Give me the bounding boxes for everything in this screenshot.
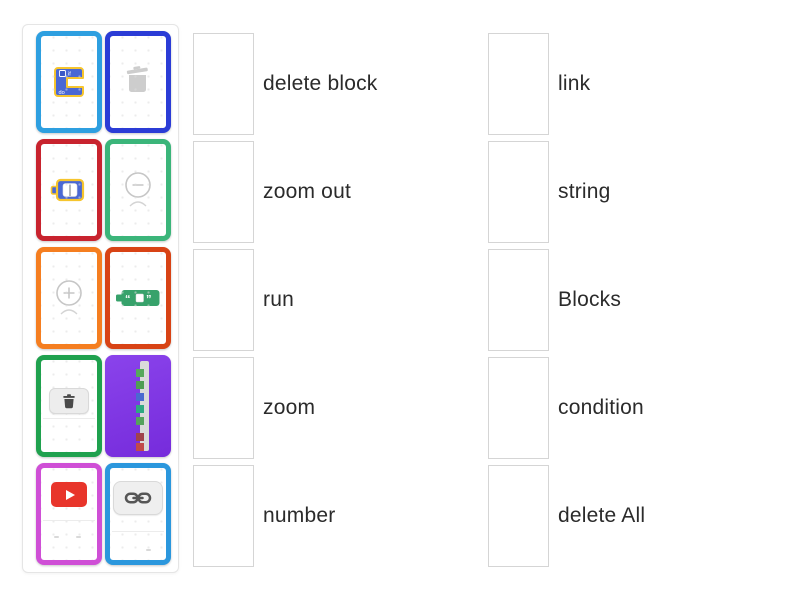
answer-slot-zoom-out[interactable] — [193, 141, 254, 243]
answer-label: Blocks — [558, 288, 622, 311]
link-button — [113, 481, 163, 515]
tile-grid: if do — [36, 31, 171, 565]
answer-label: zoom out — [263, 180, 351, 203]
toolbox-category-swatch — [136, 443, 144, 451]
answer-slot-string[interactable] — [488, 141, 549, 243]
match-row: zoom — [193, 357, 315, 459]
tile-trash-can[interactable] — [105, 31, 171, 133]
match-row: run — [193, 249, 294, 351]
toolbox-category-swatch — [136, 405, 144, 413]
toolbox-category-swatch — [136, 381, 144, 389]
answer-label: delete block — [263, 72, 378, 95]
answer-label: condition — [558, 396, 644, 419]
answer-slot-delete-all[interactable] — [488, 465, 549, 567]
tile-link[interactable] — [105, 463, 171, 565]
blockly-if-do-block-icon: if do — [54, 67, 84, 97]
answer-slot-blocks[interactable] — [488, 249, 549, 351]
tile-if-do-block[interactable]: if do — [36, 31, 102, 133]
match-row: delete All — [488, 465, 645, 567]
tile-zoom-in[interactable] — [36, 247, 102, 349]
answer-slot-number[interactable] — [193, 465, 254, 567]
svg-text:if: if — [68, 72, 71, 78]
match-row: Blocks — [488, 249, 621, 351]
answer-label: number — [263, 504, 336, 527]
match-row: link — [488, 33, 590, 135]
answer-label: string — [558, 180, 611, 203]
match-row: string — [488, 141, 611, 243]
answer-label: delete All — [558, 504, 646, 527]
play-triangle-icon — [65, 489, 75, 500]
answer-label: run — [263, 288, 294, 311]
answer-label: zoom — [263, 396, 316, 419]
tile-trash-button[interactable] — [36, 355, 102, 457]
answer-slot-run[interactable] — [193, 249, 254, 351]
match-row: zoom out — [193, 141, 351, 243]
text-field — [135, 293, 144, 303]
answer-slot-condition[interactable] — [488, 357, 549, 459]
toolbox-category-swatch — [136, 393, 144, 401]
blockly-value-block-icon — [50, 178, 85, 202]
blockly-toolbox-strip-icon — [136, 361, 149, 451]
svg-text:do: do — [59, 90, 65, 96]
tick-mark — [54, 536, 60, 539]
divider-line — [112, 530, 164, 532]
trash-icon — [63, 394, 75, 409]
match-row: condition — [488, 357, 644, 459]
delete-all-button — [49, 388, 89, 414]
tile-youtube[interactable] — [36, 463, 102, 565]
palette-panel: if do — [22, 24, 179, 573]
dropdown-field — [59, 70, 66, 77]
svg-text:“: “ — [125, 294, 131, 306]
divider-line — [43, 417, 95, 419]
divider-line — [43, 519, 95, 521]
link-chain-icon — [124, 492, 152, 504]
youtube-play-icon — [51, 482, 87, 507]
svg-text:”: ” — [146, 294, 152, 306]
answer-slot-link[interactable] — [488, 33, 549, 135]
tile-zoom-out[interactable] — [105, 139, 171, 241]
tick-mark — [145, 548, 151, 551]
toolbox-category-swatch — [136, 417, 144, 425]
tile-toolbox[interactable] — [105, 355, 171, 457]
match-row: number — [193, 465, 335, 567]
toolbox-category-swatch — [136, 433, 144, 441]
trash-can-icon — [126, 66, 148, 92]
tile-string-block[interactable]: “ ” — [105, 247, 171, 349]
tick-mark — [75, 536, 81, 539]
zoom-in-circle-icon — [56, 280, 82, 315]
answer-slot-zoom[interactable] — [193, 357, 254, 459]
answer-slot-delete-block[interactable] — [193, 33, 254, 135]
answer-label: link — [558, 72, 591, 95]
blockly-string-block-icon: “ ” — [116, 290, 160, 306]
zoom-out-circle-icon — [125, 172, 151, 207]
toolbox-category-swatch — [136, 369, 144, 377]
tile-value-block[interactable] — [36, 139, 102, 241]
match-row: delete block — [193, 33, 377, 135]
